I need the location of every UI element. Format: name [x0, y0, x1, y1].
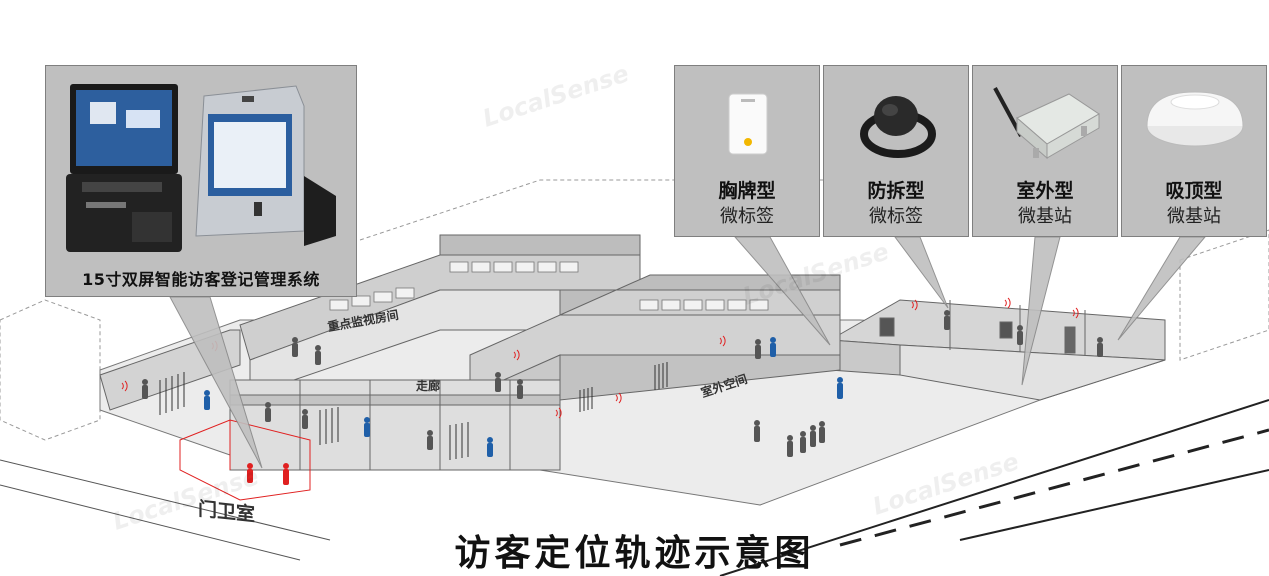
device-panel-badge-tag: 胸牌型 微标签 [674, 65, 820, 237]
device-category: 微基站 [1167, 206, 1221, 227]
kiosk-panel: 15寸双屏智能访客登记管理系统 [45, 65, 357, 297]
area-label-corridor: 走廊 [416, 379, 441, 393]
diagram-title: 访客定位轨迹示意图 [454, 533, 815, 574]
ceiling-base-station-icon [1146, 91, 1244, 147]
kiosk-caption: 15寸双屏智能访客登记管理系统 [82, 270, 320, 289]
upper-cell-block [239, 234, 841, 396]
device-category: 微标签 [869, 206, 923, 227]
front-row [99, 329, 561, 471]
people [142, 310, 1103, 485]
device-type: 室外型 [1016, 180, 1074, 202]
device-category: 微基站 [1018, 206, 1072, 227]
device-panel-outdoor-station: 室外型 微基站 [972, 65, 1118, 237]
road-lines [0, 399, 1269, 576]
right-wing [828, 299, 1166, 401]
device-panel-ceiling-station: 吸顶型 微基站 [1121, 65, 1267, 237]
callout-pointers [169, 236, 1207, 469]
badge-tag-icon [728, 93, 768, 155]
device-type: 胸牌型 [718, 180, 776, 202]
kiosk-devices-image [66, 84, 336, 252]
device-panel-tamper-tag: 防拆型 微标签 [823, 65, 969, 237]
device-type: 防拆型 [867, 180, 925, 202]
guard-room [179, 419, 311, 501]
outdoor-base-station-icon [993, 87, 1100, 160]
device-category: 微标签 [720, 206, 774, 227]
device-type: 吸顶型 [1165, 180, 1223, 202]
wristband-tag-icon [860, 96, 936, 158]
